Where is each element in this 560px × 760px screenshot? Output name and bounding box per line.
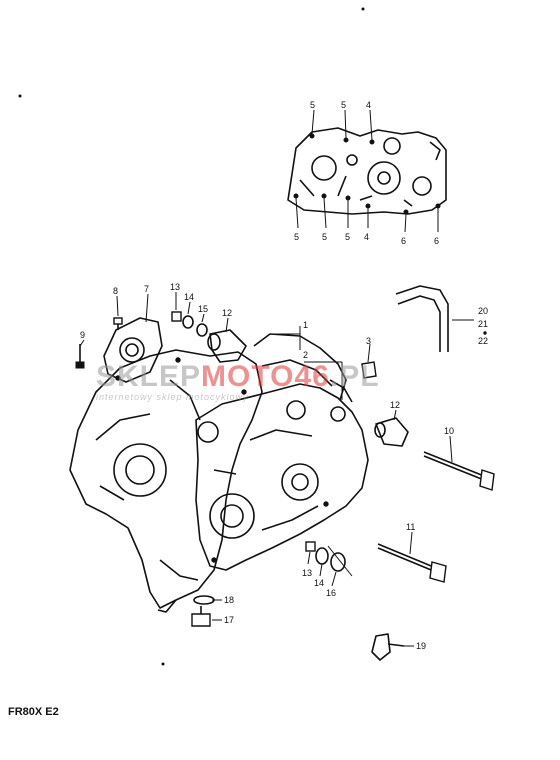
watermark-subtitle: internetowy sklep motocyklowy	[96, 392, 249, 402]
watermark-46: 46	[294, 360, 329, 393]
callout-21: 21	[478, 319, 488, 329]
callout-15: 15	[198, 304, 208, 314]
drain-bolt-17	[191, 606, 211, 627]
callout-4: 4	[364, 232, 369, 242]
callout-20: 20	[478, 306, 488, 316]
callout-9: 9	[80, 330, 85, 340]
bolt-10	[423, 451, 495, 491]
fitting-19	[371, 633, 405, 661]
watermark-pl: .PL	[330, 360, 380, 393]
callout-2: 2	[303, 350, 308, 360]
callout-1: 1	[303, 320, 308, 330]
dowel-pin-right	[374, 417, 409, 447]
callout-8: 8	[113, 286, 118, 296]
callout-5: 5	[294, 232, 299, 242]
bolt-8	[113, 317, 123, 330]
callout-4: 4	[366, 100, 371, 110]
callout-18: 18	[224, 595, 234, 605]
dowel-pin-top	[207, 329, 247, 363]
breather-hose	[395, 285, 449, 352]
watermark: SKLEPMOTO46.PL internetowy sklep motocyk…	[96, 360, 380, 402]
svg-text:SKLEPMOTO46.PL: SKLEPMOTO46.PL	[96, 360, 380, 393]
callout-6: 6	[434, 236, 439, 246]
gasket-plate	[103, 317, 163, 383]
washer-18	[193, 595, 215, 605]
callout-14: 14	[184, 292, 194, 302]
stud-3	[361, 361, 377, 379]
screw-9	[75, 344, 85, 369]
callout-13: 13	[302, 568, 312, 578]
callout-3: 3	[366, 336, 371, 346]
callout-5: 5	[341, 100, 346, 110]
callout-5: 5	[345, 232, 350, 242]
model-code-label: FR80X E2	[8, 706, 59, 718]
callout-19: 19	[416, 641, 426, 651]
callout-12: 12	[222, 308, 232, 318]
callout-17: 17	[224, 615, 234, 625]
callout-14: 14	[314, 578, 324, 588]
watermark-moto: MOTO	[201, 360, 294, 393]
callout-22: 22	[478, 336, 488, 346]
leader-lines	[79, 292, 474, 647]
nut-washer-set-bottom	[305, 541, 353, 577]
callout-11: 11	[406, 522, 415, 532]
callout-5: 5	[310, 100, 315, 110]
callout-13: 13	[170, 282, 180, 292]
inset-crankcase-view	[287, 109, 447, 233]
callout-12: 12	[390, 400, 400, 410]
callout-10: 10	[444, 426, 454, 436]
callout-5: 5	[322, 232, 327, 242]
callout-6: 6	[401, 236, 406, 246]
bolt-11	[377, 543, 447, 583]
callout-16: 16	[326, 588, 336, 598]
nut-washer-set-top	[171, 311, 208, 337]
callout-7: 7	[144, 284, 149, 294]
watermark-sklep: SKLEP	[96, 360, 201, 393]
